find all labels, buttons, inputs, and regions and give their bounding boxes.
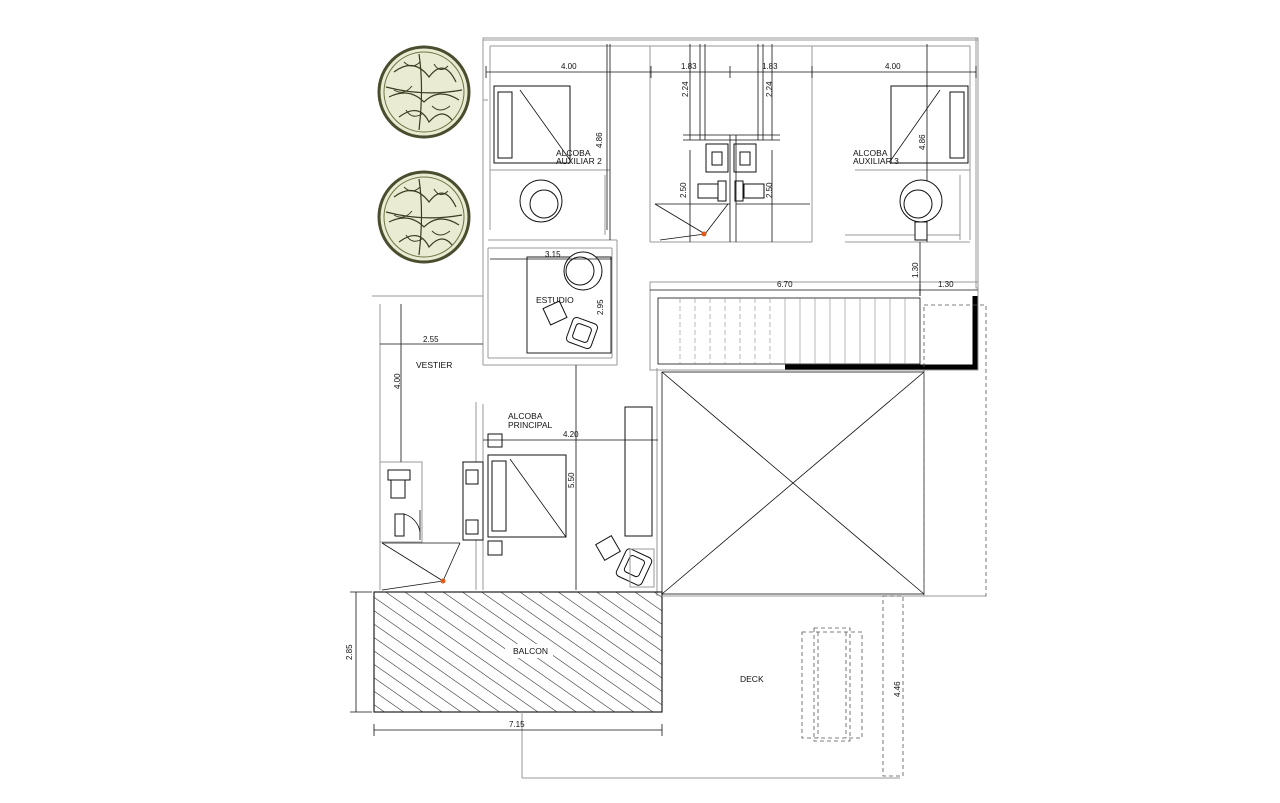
void-opening (656, 304, 987, 597)
dim-stair-width: 6.70 (777, 280, 793, 289)
dim-bath-left-depth: 2.24 (681, 81, 690, 97)
dim-aux2-depth: 4.86 (595, 132, 604, 148)
alcoba-auxiliar-2: ALCOBA AUXILIAR 2 (493, 44, 608, 230)
dim-stair-side: 1.30 (938, 280, 954, 289)
dim-estudio-depth: 2.95 (596, 299, 605, 315)
room-label-aux2-line1: ALCOBA (556, 148, 591, 158)
dim-principal-depth: 5.50 (567, 472, 576, 488)
dim-balcon-depth: 2.85 (345, 644, 354, 660)
room-label-aux3-line2: AUXILIAR 3 (853, 156, 899, 166)
dim-deck-depth: 4.46 (893, 681, 902, 697)
dim-bath-left-width: 1.83 (681, 62, 697, 71)
dim-vestier-depth: 4.00 (393, 373, 402, 389)
estudio: ESTUDIO (526, 251, 612, 354)
room-label-principal-line1: ALCOBA (508, 411, 543, 421)
alcoba-principal: ALCOBA PRINCIPAL (462, 365, 655, 590)
alcoba-auxiliar-3: ALCOBA AUXILIAR 3 (853, 44, 969, 242)
dim-aux3-width: 4.00 (885, 62, 901, 71)
room-label-principal-line2: PRINCIPAL (508, 420, 553, 430)
tree-symbol-top (377, 45, 471, 139)
room-label-aux2-line2: AUXILIAR 2 (556, 156, 602, 166)
dimension-lines: 4.00 1.83 1.83 4.00 4.86 2.24 2.24 4.86 … (345, 44, 978, 736)
stair (649, 281, 979, 371)
deck: DECK (521, 595, 985, 779)
room-label-aux3-line1: ALCOBA (853, 148, 888, 158)
dim-aux3-depth: 4.86 (918, 134, 927, 150)
room-label-balcon: BALCON (513, 646, 548, 656)
upper-walls (372, 37, 979, 590)
dim-bath-left-lower: 2.50 (679, 182, 688, 198)
room-label-deck: DECK (740, 674, 764, 684)
dim-bath-right-depth: 2.24 (765, 81, 774, 97)
dim-estudio-width: 3.15 (545, 250, 561, 259)
bathrooms-top (654, 44, 810, 242)
room-label-estudio: ESTUDIO (536, 295, 574, 305)
balcon: BALCON (373, 591, 663, 713)
dim-balcon-width: 7.15 (509, 720, 525, 729)
tree-symbol-bottom (377, 170, 471, 264)
vestier: VESTIER (379, 360, 484, 591)
dim-hall-gap: 1.30 (911, 262, 920, 278)
dim-aux2-width: 4.00 (561, 62, 577, 71)
dim-bath-right-width: 1.83 (762, 62, 778, 71)
dim-bath-right-lower: 2.50 (765, 182, 774, 198)
dim-principal-width: 4.20 (563, 430, 579, 439)
room-label-vestier: VESTIER (416, 360, 452, 370)
dim-vestier-width: 2.55 (423, 335, 439, 344)
